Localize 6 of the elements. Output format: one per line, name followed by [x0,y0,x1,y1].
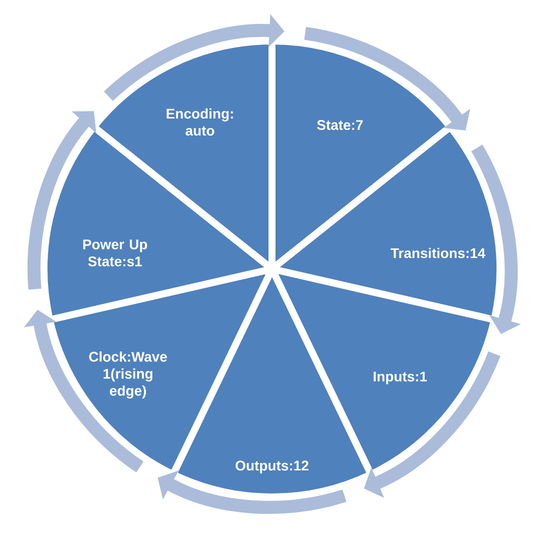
node-label: Outputs:12 [236,460,308,474]
sector: Outputs:12 [170,266,374,500]
node-label: Clock:Wave 1(rising edge) [89,351,167,399]
node-label: Transitions:14 [390,248,486,258]
node-label: Inputs:1 [374,372,427,384]
node-label: State:7 [317,120,363,130]
